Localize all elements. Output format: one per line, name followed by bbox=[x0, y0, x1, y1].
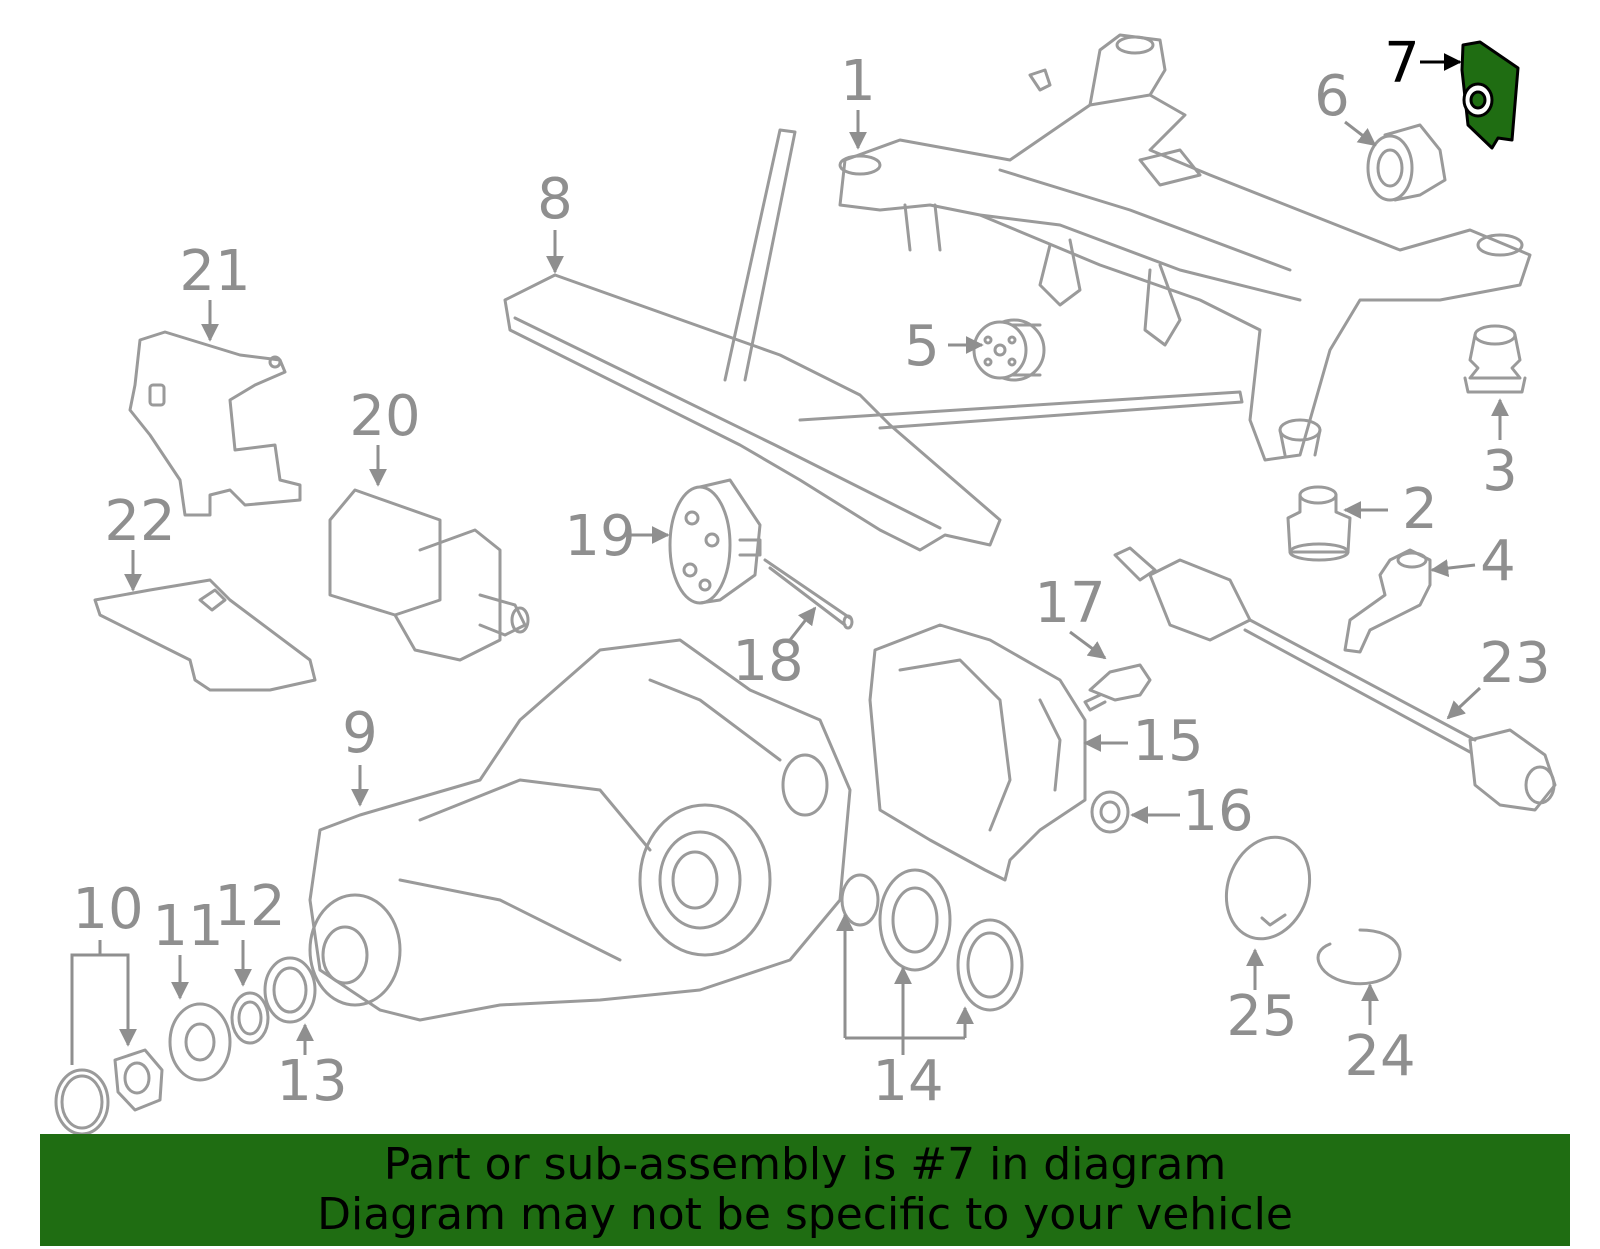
part-3-mount bbox=[1463, 324, 1527, 394]
part-10-nut-and-ring bbox=[54, 1048, 164, 1136]
callout-16: 16 bbox=[1130, 779, 1254, 844]
callout-4: 4 bbox=[1430, 529, 1516, 594]
svg-text:9: 9 bbox=[342, 701, 378, 766]
part-2-bushing bbox=[1286, 485, 1352, 562]
svg-text:16: 16 bbox=[1182, 779, 1253, 844]
callout-5: 5 bbox=[904, 314, 984, 379]
svg-text:21: 21 bbox=[179, 239, 250, 304]
part-5-bushing bbox=[972, 318, 1046, 382]
svg-text:6: 6 bbox=[1314, 64, 1350, 129]
callout-6: 6 bbox=[1314, 64, 1377, 147]
callout-8: 8 bbox=[537, 167, 573, 274]
callout-23: 23 bbox=[1446, 631, 1551, 720]
part-15-cover bbox=[868, 623, 1087, 882]
svg-text:22: 22 bbox=[104, 489, 175, 554]
part-22-shield-plate bbox=[93, 578, 317, 692]
svg-text:7: 7 bbox=[1384, 31, 1420, 96]
callout-7-highlighted: 7 bbox=[1384, 31, 1462, 96]
callout-24: 24 bbox=[1344, 983, 1416, 1089]
callout-20: 20 bbox=[349, 384, 421, 487]
callout-13: 13 bbox=[276, 1023, 348, 1114]
svg-text:18: 18 bbox=[732, 629, 803, 694]
part-23-drive-shaft bbox=[1113, 546, 1557, 812]
svg-text:11: 11 bbox=[152, 894, 223, 959]
svg-text:20: 20 bbox=[349, 384, 420, 449]
part-21-bracket bbox=[128, 330, 302, 517]
callout-3: 3 bbox=[1482, 398, 1518, 504]
svg-text:12: 12 bbox=[214, 874, 285, 939]
svg-text:4: 4 bbox=[1480, 529, 1516, 594]
svg-text:24: 24 bbox=[1344, 1024, 1415, 1089]
part-17-sensor bbox=[1083, 663, 1152, 712]
part-14-seals bbox=[840, 868, 1024, 1012]
part-1-rear-subframe bbox=[838, 33, 1532, 462]
svg-text:3: 3 bbox=[1482, 439, 1518, 504]
svg-text:19: 19 bbox=[564, 504, 635, 569]
svg-text:25: 25 bbox=[1226, 984, 1297, 1049]
part-7-highlighted-bracket bbox=[1460, 40, 1520, 150]
part-18-pin bbox=[763, 558, 854, 630]
part-11-washer bbox=[168, 1002, 232, 1082]
banner-line-2: Diagram may not be specific to your vehi… bbox=[317, 1189, 1293, 1240]
callout-9: 9 bbox=[342, 701, 378, 807]
part-8-cross-member bbox=[503, 128, 1244, 552]
svg-text:13: 13 bbox=[276, 1049, 347, 1114]
part-13-seal bbox=[263, 956, 317, 1024]
part-24-snap-ring bbox=[1316, 928, 1402, 986]
part-25-cover-disk bbox=[1224, 835, 1312, 941]
svg-text:15: 15 bbox=[1132, 709, 1203, 774]
part-16-seal bbox=[1090, 790, 1130, 834]
callout-15: 15 bbox=[1083, 709, 1204, 774]
part-9-differential-housing bbox=[308, 638, 852, 1022]
svg-text:10: 10 bbox=[72, 877, 143, 942]
svg-text:14: 14 bbox=[872, 1049, 943, 1114]
svg-text:5: 5 bbox=[904, 314, 940, 379]
disclaimer-banner: Part or sub-assembly is #7 in diagram Di… bbox=[40, 1134, 1570, 1246]
callout-1: 1 bbox=[840, 49, 876, 150]
callout-14: 14 bbox=[836, 913, 974, 1114]
callout-2: 2 bbox=[1343, 477, 1438, 542]
banner-line-1: Part or sub-assembly is #7 in diagram bbox=[383, 1139, 1227, 1190]
callout-10: 10 bbox=[70, 877, 144, 1065]
part-12-ring bbox=[230, 991, 270, 1045]
callout-21: 21 bbox=[179, 239, 251, 342]
callout-17: 17 bbox=[1034, 571, 1107, 660]
callout-11: 11 bbox=[152, 894, 224, 1000]
callout-18: 18 bbox=[732, 606, 817, 694]
svg-text:1: 1 bbox=[840, 49, 876, 114]
svg-text:17: 17 bbox=[1034, 571, 1105, 636]
callout-25: 25 bbox=[1226, 948, 1298, 1049]
part-19-flange bbox=[668, 478, 762, 605]
callout-19: 19 bbox=[564, 504, 670, 569]
svg-text:2: 2 bbox=[1402, 477, 1438, 542]
callout-12: 12 bbox=[214, 874, 286, 987]
part-6-bushing bbox=[1366, 123, 1447, 202]
part-4-bracket bbox=[1343, 548, 1432, 654]
svg-text:23: 23 bbox=[1479, 631, 1550, 696]
svg-text:8: 8 bbox=[537, 167, 573, 232]
callout-22: 22 bbox=[104, 489, 176, 592]
part-20-actuator-motor bbox=[328, 488, 530, 662]
